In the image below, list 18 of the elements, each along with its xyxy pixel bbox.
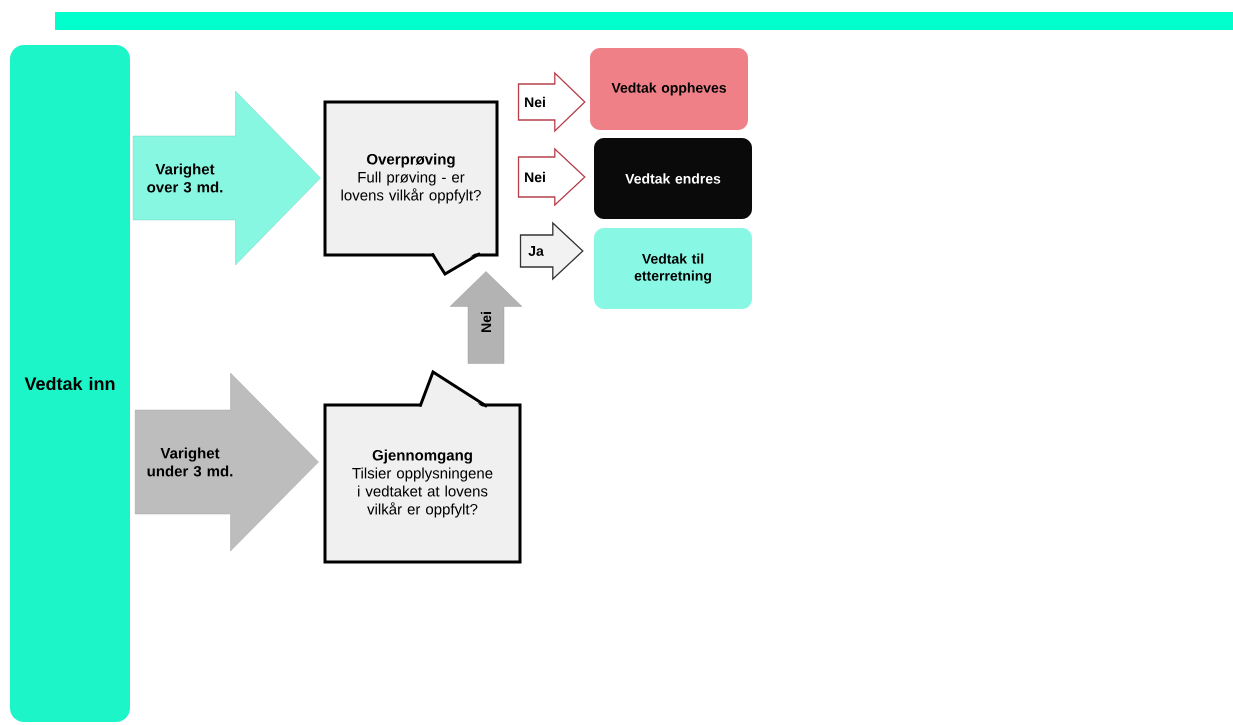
- edge-label: Nei: [480, 312, 492, 332]
- block-arrow: [517, 71, 586, 133]
- block-arrow: [519, 221, 584, 281]
- edge-label: Varighet over 3 md.: [147, 163, 223, 193]
- block-arrow: [449, 271, 523, 364]
- block-arrow: [133, 90, 321, 266]
- outcome-box: Vedtak til etterretning: [594, 228, 752, 309]
- edge-label: Ja: [528, 246, 544, 256]
- edge-label: Nei: [525, 171, 545, 183]
- block-arrow: [517, 147, 586, 207]
- speech-bubble: Gjennomgang Tilsier opplysningene i vedtaket at lovens vilkår er oppfylt?: [323, 369, 522, 564]
- block-arrow: [135, 372, 319, 552]
- edge-label: Varighet under 3 md.: [147, 447, 233, 477]
- input-bar: Vedtak inn: [10, 45, 130, 722]
- speech-bubble: Overprøving Full prøving - er lovens vilkår oppfylt?: [323, 100, 499, 277]
- edge-label: Nei: [525, 96, 545, 108]
- outcome-box: Vedtak endres: [594, 138, 752, 219]
- outcome-box: Vedtak oppheves: [590, 48, 748, 130]
